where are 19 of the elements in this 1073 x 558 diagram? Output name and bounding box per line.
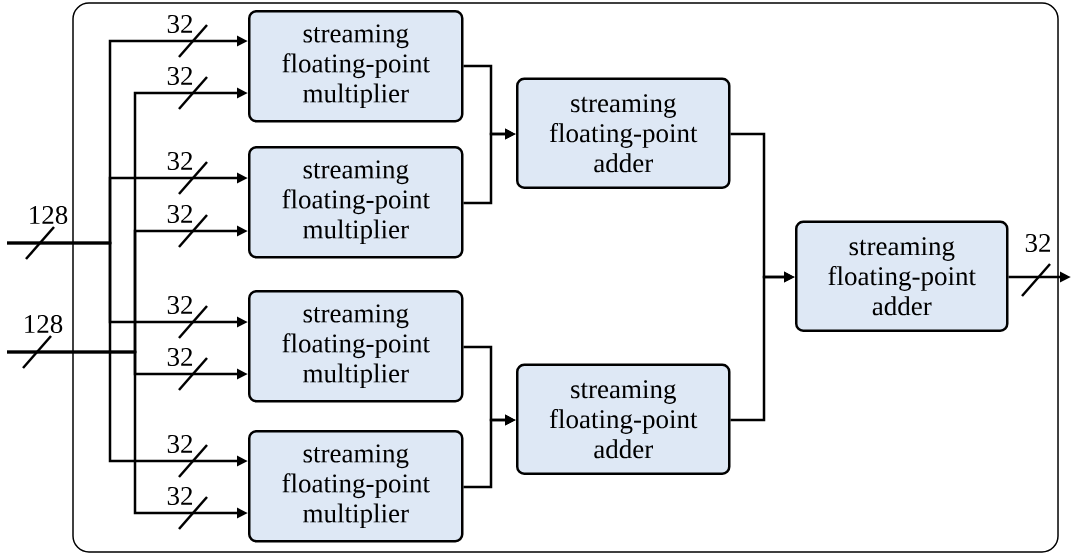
edge-label: 32 xyxy=(167,434,192,454)
adder-box: streaming floating-point adder xyxy=(516,363,731,475)
multiplier-box: streaming floating-point multiplier xyxy=(248,290,464,403)
edge-label: 32 xyxy=(167,295,192,315)
edge-label: 32 xyxy=(167,66,192,86)
multiplier-box: streaming floating-point multiplier xyxy=(248,430,464,543)
frame xyxy=(72,2,1059,553)
adder-box: streaming floating-point adder xyxy=(516,77,731,189)
adder-box: streaming floating-point adder xyxy=(795,220,1009,332)
edge-label: 32 xyxy=(1025,233,1050,253)
edge-label: 32 xyxy=(167,14,192,34)
edge-label: 32 xyxy=(167,347,192,367)
edge-label: 32 xyxy=(167,486,192,506)
multiplier-box: streaming floating-point multiplier xyxy=(248,146,464,259)
bus-width-label: 128 xyxy=(25,314,63,334)
bus-width-label: 128 xyxy=(30,205,68,225)
edge-label: 32 xyxy=(167,204,192,224)
multiplier-box: streaming floating-point multiplier xyxy=(248,10,464,123)
edge-label: 32 xyxy=(167,151,192,171)
